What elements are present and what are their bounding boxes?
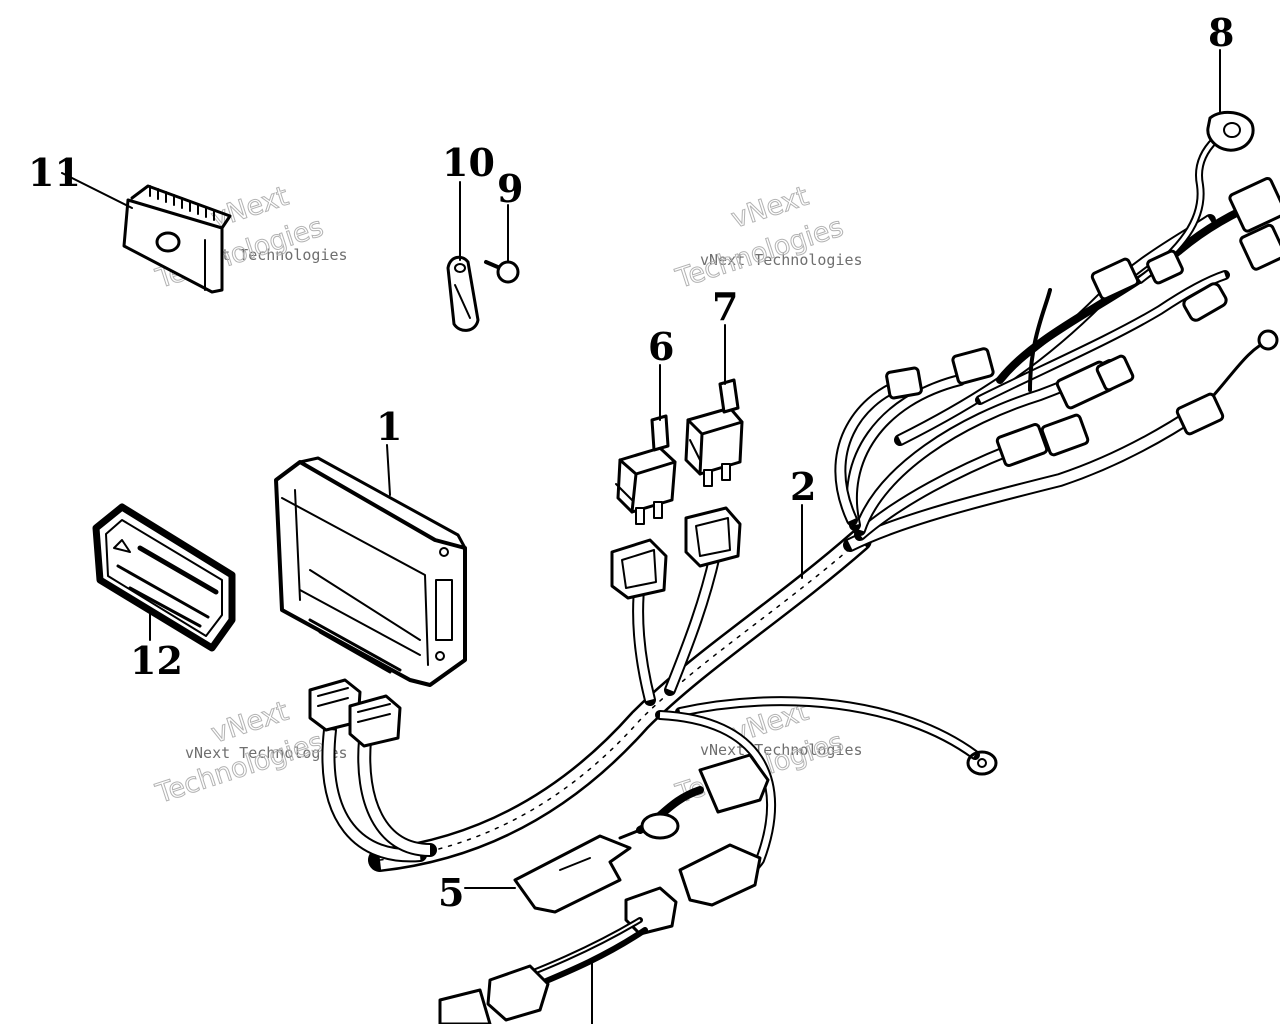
callout-1: 1 <box>376 404 402 449</box>
warning-label-part-12 <box>92 503 236 652</box>
lower-connectors <box>438 753 770 1024</box>
relay-socket-right <box>684 506 742 568</box>
watermark-text: vNext Technologies <box>185 744 348 762</box>
callout-9: 9 <box>497 166 523 211</box>
leader-lines <box>61 49 1221 1024</box>
watermark-text: vNext Technologies <box>185 246 348 264</box>
connector-part-5 <box>513 834 632 914</box>
watermark-text: vNext Technologies <box>700 251 863 269</box>
regulator-part-11 <box>122 184 232 294</box>
callout-2: 2 <box>790 464 816 509</box>
callout-12: 12 <box>130 638 183 683</box>
callout-7: 7 <box>712 284 738 329</box>
control-unit-part-1 <box>274 456 467 687</box>
leader-1 <box>386 444 391 496</box>
relay-socket-left <box>610 538 668 600</box>
callout-6: 6 <box>648 324 674 369</box>
callout-11: 11 <box>28 150 81 195</box>
switch-part-8 <box>1206 110 1255 152</box>
leader-11 <box>61 172 133 209</box>
harness-connectors-left <box>308 678 402 748</box>
relay-part-6 <box>615 414 677 525</box>
relay-part-7 <box>684 378 744 487</box>
callout-8: 8 <box>1208 10 1234 55</box>
clamp-part-10 <box>446 255 480 332</box>
watermark-top-center: vNext vNext Technologies Technologies <box>671 180 863 295</box>
callout-numbers: 11 10 9 8 7 6 1 2 12 5 <box>28 10 1234 915</box>
callout-5: 5 <box>438 870 464 915</box>
bolt-part-9 <box>484 260 520 284</box>
callout-10: 10 <box>442 140 495 185</box>
